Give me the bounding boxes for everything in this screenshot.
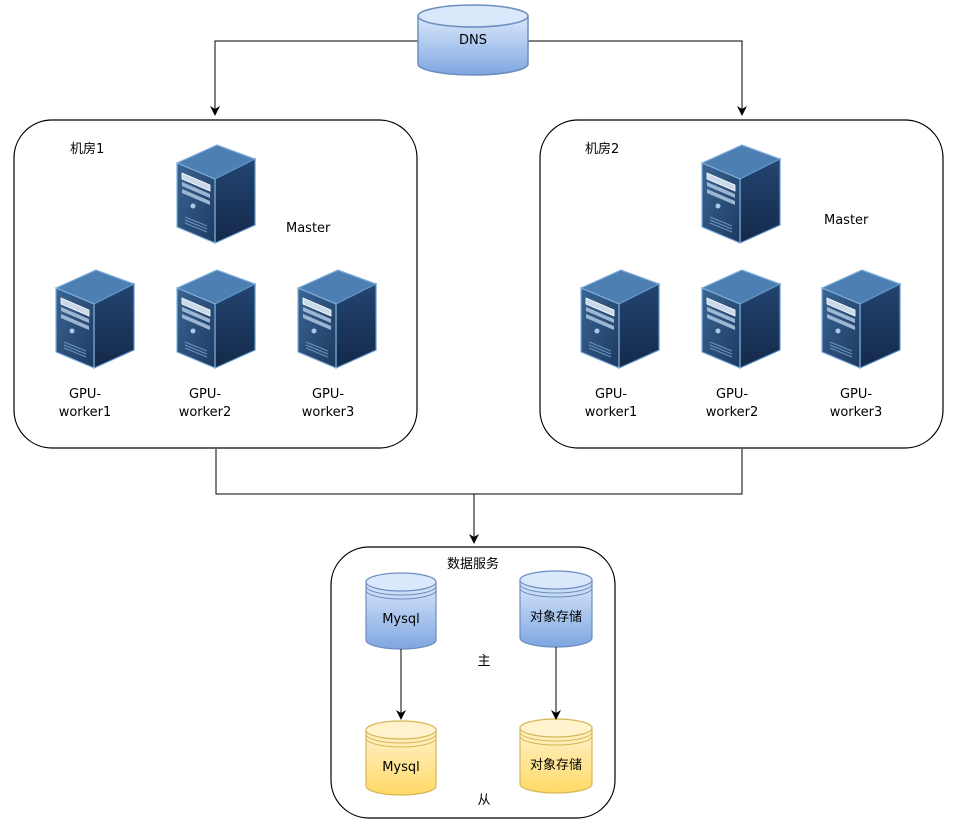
mysql-primary-label: Mysql [382,612,420,627]
room1-worker1-label-line1: GPU- [68,387,102,402]
data-connectors [215,449,743,544]
room2-worker2-label-line1: GPU- [715,387,749,402]
room2-worker1-label: GPU- worker1 [576,386,646,422]
room2-worker2-label-line2: worker2 [705,405,759,420]
storage-primary-database-icon[interactable] [519,570,593,648]
room2-worker3-server-icon[interactable] [821,269,901,369]
mysql-replica-database-icon[interactable] [365,720,437,796]
room1-worker2-server-icon[interactable] [176,269,256,369]
room1-worker1-server-icon[interactable] [55,269,135,369]
replica-label: 从 [477,793,491,808]
room2-worker1-label-line2: worker1 [584,405,638,420]
room2-worker3-label: GPU- worker3 [821,386,891,422]
room2-worker2-label: GPU- worker2 [697,386,767,422]
room2-worker2-server-icon[interactable] [701,269,781,369]
room1-worker2-label-line2: worker2 [178,405,232,420]
storage-primary-label: 对象存储 [529,610,582,625]
storage-replica-database-icon[interactable] [519,718,593,794]
room1-worker3-label-line1: GPU- [311,387,345,402]
connector-room2-data [474,449,743,495]
connector-dns-room1 [210,40,418,116]
room2-worker3-label-line2: worker3 [829,405,883,420]
room1-worker3-server-icon[interactable] [297,269,377,369]
room1-worker3-label-line2: worker3 [301,405,355,420]
dns-database-icon[interactable] [417,4,529,76]
room2-master-server-icon[interactable] [701,144,781,244]
mysql-primary-database-icon[interactable] [365,572,437,650]
room1-worker2-label-line1: GPU- [188,387,222,402]
room1-worker2-label: GPU- worker2 [170,386,240,422]
connector-room1-data [215,449,474,495]
room2-worker1-label-line1: GPU- [594,387,628,402]
room2-worker3-label-line1: GPU- [839,387,873,402]
connector-dns-room2 [528,40,747,116]
room1-title: 机房1 [70,142,105,157]
mysql-replica-label: Mysql [382,760,420,775]
room1-master-server-icon[interactable] [176,144,256,244]
dns-connectors [210,40,747,116]
room1-worker1-label-line2: worker1 [58,405,112,420]
room1-worker1-label: GPU- worker1 [50,386,120,422]
room2-worker1-server-icon[interactable] [580,269,660,369]
dns-label: DNS [459,33,487,48]
primary-label: 主 [477,654,491,669]
room1-master-label: Master [286,221,331,236]
storage-replica-label: 对象存储 [529,758,582,773]
room2-title: 机房2 [585,142,620,157]
room1-worker3-label: GPU- worker3 [293,386,363,422]
room2-master-label: Master [824,213,869,228]
data-service-title: 数据服务 [446,557,499,572]
